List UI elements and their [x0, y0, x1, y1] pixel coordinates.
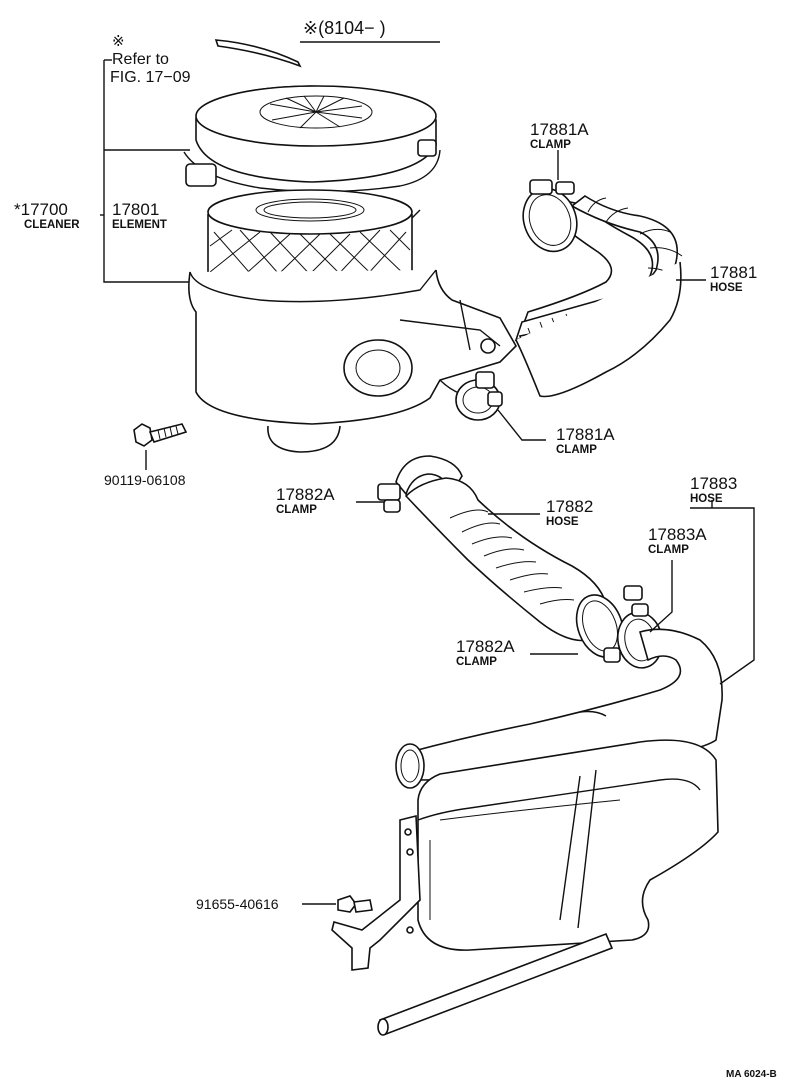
- part-name: ELEMENT: [112, 219, 167, 231]
- part-number: 90119-06108: [104, 472, 186, 488]
- label-17883A: 17883A CLAMP: [648, 525, 707, 556]
- part-number: 17882A: [276, 485, 335, 504]
- refer-mark: ※: [112, 33, 125, 50]
- range-text: ※(8104− ): [303, 18, 386, 38]
- label-17881: 17881 HOSE: [710, 263, 757, 294]
- resonator-bracket: [331, 814, 421, 971]
- bolt-90119: [133, 423, 188, 470]
- part-name: CLAMP: [276, 504, 317, 516]
- drawing-code: MA 6024-B: [726, 1069, 777, 1080]
- part-name: CLAMP: [556, 444, 597, 456]
- refer-plate: [214, 39, 302, 68]
- hose-17881: [514, 195, 683, 398]
- part-name: CLEANER: [24, 219, 80, 231]
- label-17882A-top: 17882A CLAMP: [276, 485, 335, 516]
- refer-line2: FIG. 17−09: [110, 69, 191, 86]
- label-17881A-top: 17881A CLAMP: [530, 120, 589, 151]
- part-name: CLAMP: [456, 656, 497, 668]
- clamp-17882A-bottom: [575, 585, 643, 663]
- cleaner-case: [188, 269, 517, 453]
- cleaner-lid: [183, 85, 441, 193]
- label-17801: 17801 ELEMENT: [112, 200, 167, 231]
- drain-tube: [377, 932, 614, 1036]
- part-number: 17881: [710, 263, 757, 282]
- bolt-91655: [302, 895, 373, 913]
- part-number: 17882A: [456, 637, 515, 656]
- cleaner-bracket: [103, 60, 190, 283]
- part-name: HOSE: [690, 493, 723, 505]
- resonator: [417, 739, 719, 951]
- label-17882A-bottom: 17882A CLAMP: [456, 637, 515, 668]
- part-name: HOSE: [710, 282, 743, 294]
- clamp-17881A-bottom: [455, 371, 503, 421]
- part-name: CLAMP: [530, 139, 571, 151]
- part-number: 91655-40616: [196, 896, 279, 912]
- label-17881A-bottom: 17881A CLAMP: [556, 425, 615, 456]
- hose-17882: [404, 477, 607, 642]
- part-number: 17881A: [556, 425, 615, 444]
- leader-lines: [356, 150, 755, 685]
- part-number: 17801: [112, 200, 159, 219]
- label-90119: 90119-06108: [104, 472, 186, 488]
- refer-line1: Refer to: [112, 51, 169, 68]
- part-number: 17881A: [530, 120, 589, 139]
- part-name: CLAMP: [648, 544, 689, 556]
- part-number: *17700: [14, 200, 68, 219]
- label-17883: 17883 HOSE: [690, 474, 737, 505]
- label-91655: 91655-40616: [196, 896, 279, 912]
- part-number: 17882: [546, 497, 593, 516]
- label-17700: *17700 CLEANER: [14, 200, 80, 231]
- label-17882: 17882 HOSE: [546, 497, 593, 528]
- clamp-17881A-top: [522, 179, 578, 253]
- part-name: HOSE: [546, 516, 579, 528]
- part-number: 17883A: [648, 525, 707, 544]
- part-number: 17883: [690, 474, 737, 493]
